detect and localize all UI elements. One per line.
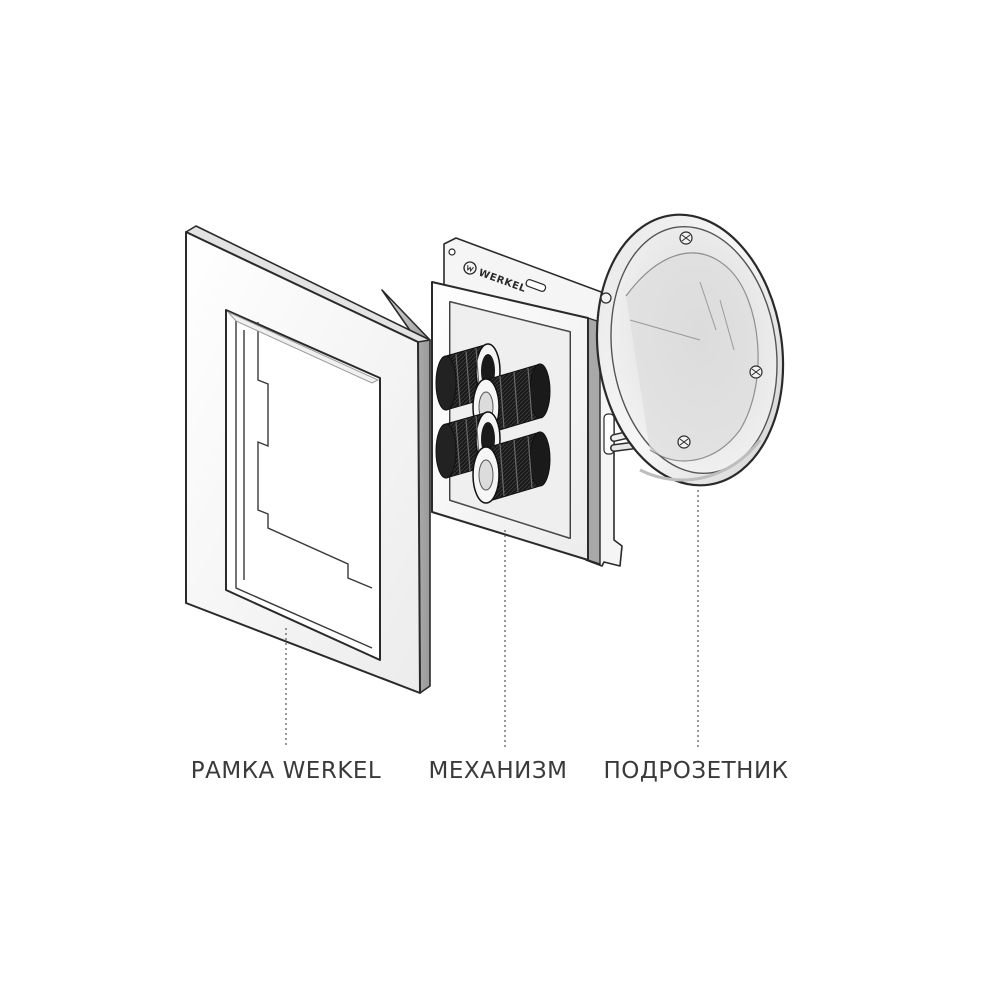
terminal-bottom-right	[472, 431, 551, 504]
frame-front-face	[185, 231, 421, 694]
mounting-screws	[600, 231, 763, 449]
label-mechanism: МЕХАНИЗМ	[428, 758, 568, 784]
label-frame: РАМКА WERKEL	[190, 758, 382, 784]
mounting-box-component	[595, 213, 785, 487]
leader-lines	[285, 490, 699, 748]
mounting-box-shadow	[639, 439, 762, 482]
mechanism-component: WERKEL	[431, 237, 629, 567]
terminal-top-right	[472, 363, 551, 436]
frame-inner-shadow	[227, 311, 380, 384]
frame-component	[185, 225, 431, 694]
speaker-terminals	[435, 343, 551, 504]
label-mounting-box: ПОДРОЗЕТНИК	[603, 758, 789, 784]
mounting-box-interior	[625, 252, 759, 462]
